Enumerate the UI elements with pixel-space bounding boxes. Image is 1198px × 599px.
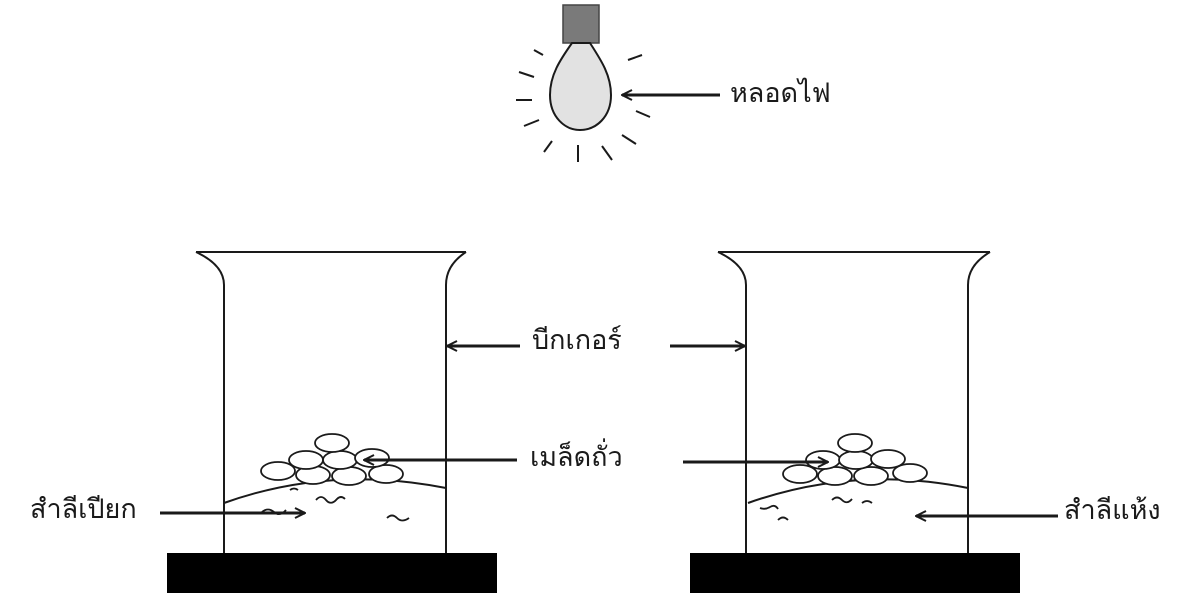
right-cotton <box>747 478 969 504</box>
left-cotton <box>223 478 447 504</box>
right-beaker-outline <box>717 251 991 553</box>
bulb-base <box>562 4 600 44</box>
light-bulb-icon <box>516 4 651 162</box>
label-bulb: หลอดไฟ <box>730 78 831 109</box>
label-seeds: เมล็ดถั่ว <box>530 442 623 473</box>
right-cotton-fibers <box>759 496 873 521</box>
left-beaker-outline <box>195 251 467 553</box>
left-cotton-fibers <box>261 487 410 522</box>
right-stand <box>690 553 1020 593</box>
right-beaker <box>690 251 1020 593</box>
left-seeds <box>260 433 404 486</box>
right-seeds <box>782 433 928 486</box>
label-beaker: บีกเกอร์ <box>532 325 622 356</box>
bulb-glass <box>548 42 613 132</box>
light-rays <box>516 49 651 162</box>
pointer-arrows <box>160 95 1058 516</box>
label-dry-cotton: สำลีแห้ง <box>1064 495 1161 526</box>
label-wet-cotton: สำลีเปียก <box>30 494 137 525</box>
left-beaker <box>167 251 497 593</box>
left-stand <box>167 553 497 593</box>
